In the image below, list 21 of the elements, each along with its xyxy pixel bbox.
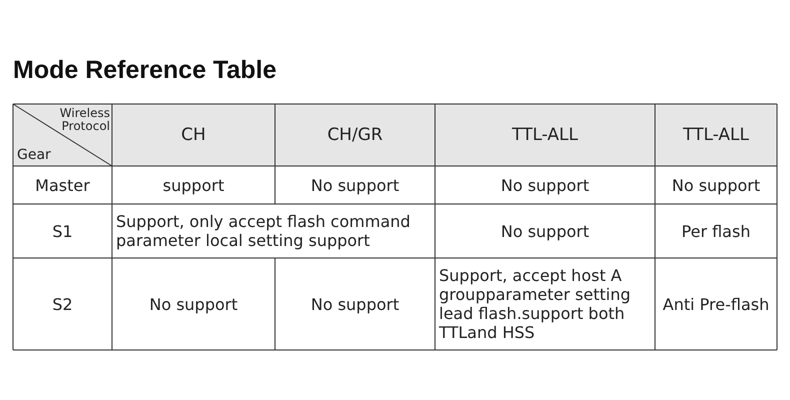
column-header: CH	[180, 124, 207, 146]
table-entry: No support	[500, 220, 590, 242]
column-header: TTL-ALL	[511, 124, 579, 146]
column-axis-label: Wireless Protocol	[58, 107, 110, 133]
column-header: TTL-ALL	[682, 124, 750, 146]
table-entry: Support, only accept flash command parameter local setting support	[116, 211, 412, 252]
row-header: S2	[51, 294, 74, 316]
table-entry: Anti Pre-flash	[662, 294, 770, 316]
column-header: CH/GR	[326, 124, 384, 146]
table-entry: No support	[500, 174, 590, 196]
row-header: Master	[34, 174, 91, 196]
table-entry: Support, accept host A groupparameter setting lead flash.support both TTLand HSS	[439, 265, 632, 344]
table-entry: Per flash	[680, 220, 752, 242]
table-entry: No support	[310, 174, 400, 196]
table-title: Mode Reference Table	[13, 56, 277, 85]
row-header: S1	[51, 220, 74, 242]
table-entry: No support	[670, 174, 762, 196]
row-axis-label: Gear	[17, 146, 51, 165]
table-entry: No support	[310, 294, 400, 316]
table-entry: support	[162, 174, 226, 196]
table-entry: No support	[148, 294, 239, 316]
